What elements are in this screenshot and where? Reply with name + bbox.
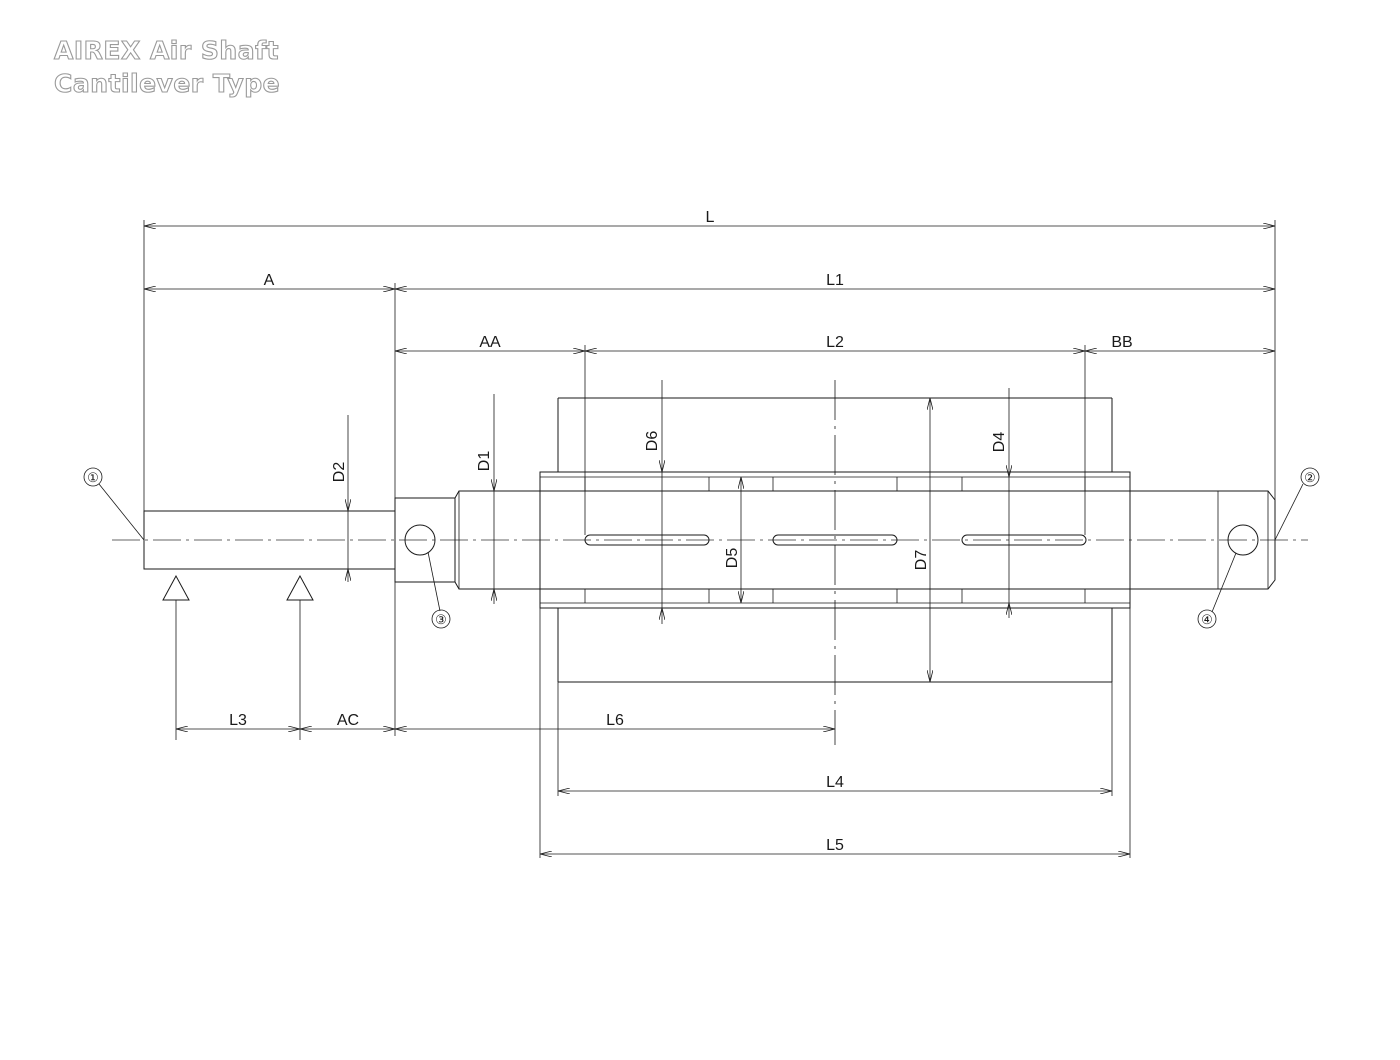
dim-label-D4: D4 <box>991 432 1008 453</box>
support-triangle-2 <box>286 574 314 601</box>
dim-label-A: A <box>264 272 275 289</box>
air-slot-1 <box>584 534 710 546</box>
callout-circle-4 <box>1197 609 1217 629</box>
drawing-title: AIREX Air Shaft Cantilever Type <box>53 34 281 100</box>
hole-left <box>404 524 436 556</box>
dim-label-D6: D6 <box>644 431 661 452</box>
callout-circle-2 <box>1300 467 1320 487</box>
dim-label-L3: L3 <box>229 712 247 729</box>
dimension-labels: L A L1 AA L2 BB L3 AC L6 L4 L5 D2 D1 D6 … <box>229 209 1133 854</box>
dim-label-L4: L4 <box>826 774 844 791</box>
dim-label-BB: BB <box>1111 334 1132 351</box>
support-triangle-1 <box>162 574 190 601</box>
vertical-dimensions <box>348 380 1009 682</box>
dim-label-D7: D7 <box>913 550 930 571</box>
title-line-2: Cantilever Type <box>53 68 281 98</box>
dim-label-AC: AC <box>337 712 359 729</box>
dim-label-D1: D1 <box>476 451 493 472</box>
dim-label-AA: AA <box>479 334 501 351</box>
dim-label-L: L <box>706 209 715 226</box>
callout-3: ③ <box>435 612 447 627</box>
dim-label-L6: L6 <box>606 712 624 729</box>
dim-label-L1: L1 <box>826 272 844 289</box>
callout-1: ① <box>87 470 99 485</box>
dim-label-D5: D5 <box>724 548 741 569</box>
dim-label-L5: L5 <box>826 837 844 854</box>
dim-label-D2: D2 <box>331 462 348 483</box>
callout-4: ④ <box>1201 612 1213 627</box>
callout-leaders <box>83 467 1320 629</box>
title-line-1: AIREX Air Shaft <box>53 35 279 65</box>
callout-circle-1 <box>83 467 103 487</box>
air-slot-3 <box>961 534 1087 546</box>
hole-right <box>1227 524 1259 556</box>
callout-2: ② <box>1304 470 1316 485</box>
horizontal-dimensions <box>144 226 1275 854</box>
extension-lines <box>143 220 1276 858</box>
dim-label-L2: L2 <box>826 334 844 351</box>
callout-circle-3 <box>431 609 451 629</box>
callout-labels: ① ② ③ ④ <box>87 470 1316 627</box>
